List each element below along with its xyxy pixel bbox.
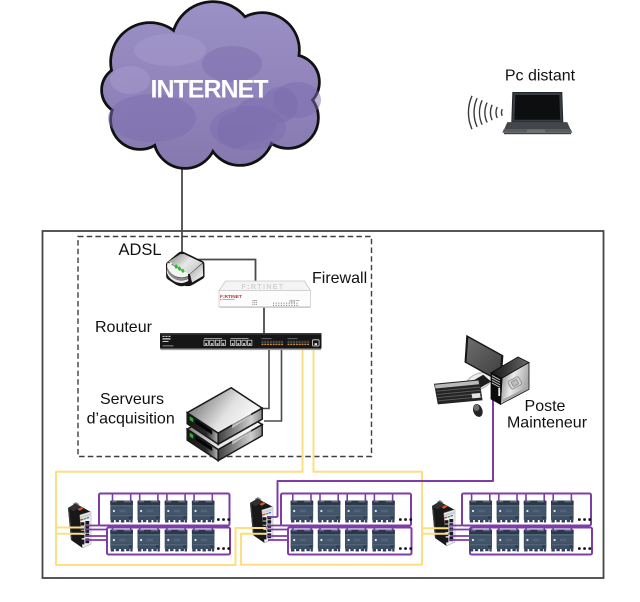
svg-text:Pc distant: Pc distant [505, 68, 576, 85]
svg-text:F:RTINET: F:RTINET [241, 284, 284, 291]
svg-text:d’acquisition: d’acquisition [87, 411, 175, 428]
svg-text:Routeur: Routeur [95, 319, 153, 336]
svg-text:Poste: Poste [525, 398, 566, 415]
svg-text:F:RTINET: F:RTINET [220, 294, 242, 300]
svg-text:INTERNET: INTERNET [151, 76, 269, 104]
svg-text:Mainteneur: Mainteneur [507, 415, 588, 432]
svg-text:Firewall: Firewall [312, 270, 367, 287]
svg-text:ADSL: ADSL [118, 241, 161, 259]
svg-text:Serveurs: Serveurs [100, 391, 164, 408]
